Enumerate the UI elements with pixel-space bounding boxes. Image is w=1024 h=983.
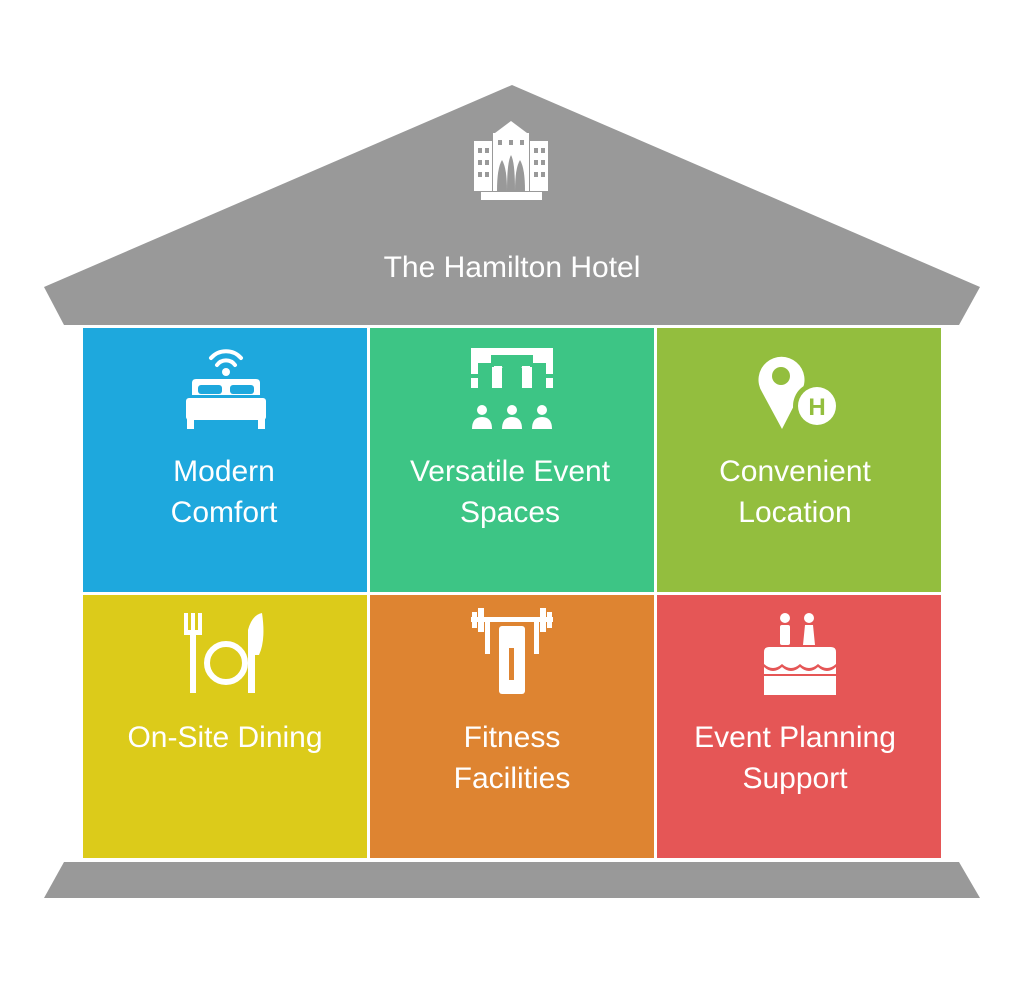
weightlifting-icon: [471, 608, 553, 694]
bed-wifi-icon: [186, 349, 266, 429]
versatile-event-spaces-label-line2: Spaces: [460, 496, 560, 529]
fork-plate-knife-icon: [184, 613, 264, 693]
wedding-cake-icon: [764, 613, 836, 695]
roof: [44, 85, 980, 325]
cell-event-planning-support: [657, 595, 941, 858]
on-site-dining-label: On-Site Dining: [127, 721, 322, 754]
versatile-event-spaces-label-line1: Versatile Event: [410, 455, 611, 488]
event-venue-icon: [471, 348, 553, 429]
convenient-location-label-line2: Location: [738, 496, 851, 529]
modern-comfort-label-line2: Comfort: [171, 496, 278, 529]
svg-text:H: H: [808, 394, 825, 421]
modern-comfort-label-line1: Modern: [173, 455, 275, 488]
base: [44, 862, 980, 898]
hotel-title: The Hamilton Hotel: [384, 251, 641, 284]
event-planning-support-label-line1: Event Planning: [694, 721, 896, 754]
hotel-location-pin-icon: H: [758, 356, 841, 430]
fitness-facilities-label-line2: Facilities: [454, 762, 571, 795]
cell-on-site-dining: [83, 595, 367, 858]
hotel-building-icon: [474, 121, 548, 200]
convenient-location-label-line1: Convenient: [719, 455, 871, 488]
event-planning-support-label-line2: Support: [742, 762, 848, 795]
fitness-facilities-label-line1: Fitness: [464, 721, 561, 754]
